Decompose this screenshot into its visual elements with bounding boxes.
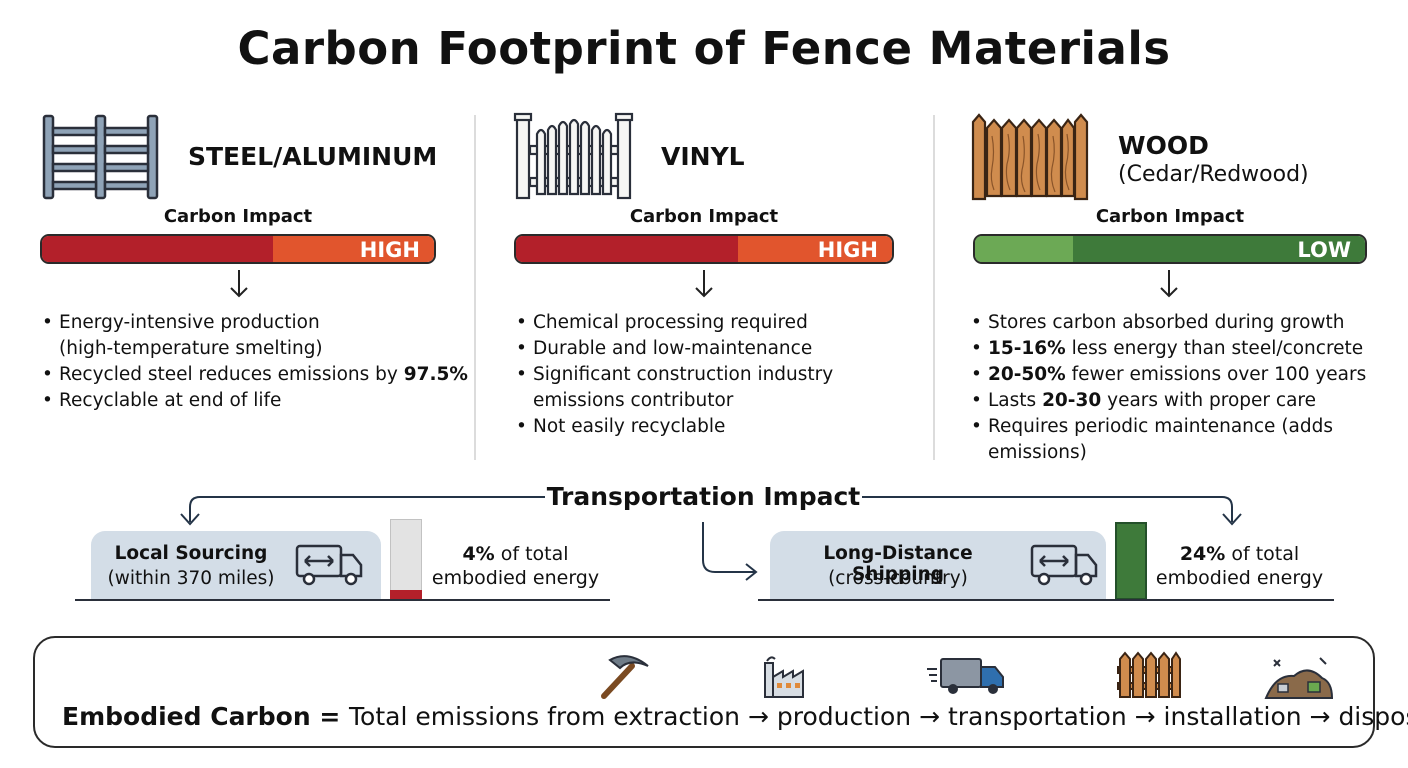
vinyl-picket-fence-icon xyxy=(512,112,634,202)
transport-connector-lines xyxy=(180,496,1242,581)
column-divider xyxy=(933,115,935,460)
bullet-list-wood: •Stores carbon absorbed during growth •1… xyxy=(971,310,1401,466)
list-item: •Recycled steel reduces emissions by 97.… xyxy=(42,364,468,385)
impact-bar-steel: HIGH xyxy=(40,234,436,264)
impact-level-text: HIGH xyxy=(359,238,420,262)
truck-icon xyxy=(927,655,1009,701)
bullet-list-vinyl: •Chemical processing required •Durable a… xyxy=(516,310,926,440)
long-distance-title: Long-Distance Shipping xyxy=(823,543,973,585)
level-track xyxy=(390,519,422,600)
metal-fence-icon xyxy=(38,112,164,202)
transport-level-local xyxy=(390,519,422,600)
local-pct-text: 4% of total embodied energy xyxy=(431,543,600,589)
down-arrow-icon xyxy=(692,268,716,304)
long-distance-subtitle: (cross-country) xyxy=(828,568,968,589)
wood-fence-icon xyxy=(970,112,1090,202)
list-item: •Durable and low-maintenance xyxy=(516,338,813,359)
impact-level-text: HIGH xyxy=(817,238,878,262)
fence-icon xyxy=(1116,651,1182,703)
level-fill-local xyxy=(390,590,422,600)
long-pct-text: 24% of total embodied energy xyxy=(1155,543,1324,589)
baseline xyxy=(75,599,610,601)
impact-bar-vinyl: HIGH xyxy=(514,234,894,264)
truck-icon xyxy=(1030,543,1100,591)
baseline xyxy=(758,599,1334,601)
local-sourcing-box: Local Sourcing (within 370 miles) xyxy=(91,531,381,600)
embodied-carbon-definition: Embodied Carbon = Total emissions from e… xyxy=(62,702,1408,731)
page-title: Carbon Footprint of Fence Materials xyxy=(237,22,1171,75)
list-item: •Lasts 20-30 years with proper care xyxy=(971,390,1316,411)
list-item: emissions contributor xyxy=(533,390,734,411)
column-divider xyxy=(474,115,476,460)
down-arrow-icon xyxy=(227,268,251,304)
list-item: •Significant construction industry xyxy=(516,364,834,385)
list-item: (high-temperature smelting) xyxy=(59,338,323,359)
list-item: •Recyclable at end of life xyxy=(42,390,282,411)
list-item: •15-16% less energy than steel/concrete xyxy=(971,338,1364,359)
level-fill-long xyxy=(1115,522,1147,600)
list-item: •Not easily recyclable xyxy=(516,416,726,437)
material-name-wood: WOOD xyxy=(1118,131,1209,160)
impact-bar-wood: LOW xyxy=(973,234,1367,264)
carbon-impact-label: Carbon Impact xyxy=(1095,206,1245,227)
embodied-carbon-box xyxy=(33,636,1375,748)
transport-level-long xyxy=(1115,519,1147,600)
carbon-impact-label: Carbon Impact xyxy=(163,206,313,227)
pickaxe-icon xyxy=(598,650,652,704)
down-arrow-icon xyxy=(1157,268,1181,304)
landfill-icon xyxy=(1264,654,1334,704)
list-item: •Chemical processing required xyxy=(516,312,808,333)
carbon-impact-label: Carbon Impact xyxy=(629,206,779,227)
factory-icon xyxy=(757,653,813,703)
material-name-vinyl: VINYL xyxy=(661,142,745,171)
list-item: •20-50% fewer emissions over 100 years xyxy=(971,364,1367,385)
list-item: emissions) xyxy=(988,442,1087,463)
local-sourcing-subtitle: (within 370 miles) xyxy=(107,568,275,589)
material-subtitle-wood: (Cedar/Redwood) xyxy=(1118,162,1309,187)
truck-icon xyxy=(295,543,365,591)
list-item: •Requires periodic maintenance (adds xyxy=(971,416,1333,437)
list-item: •Energy-intensive production xyxy=(42,312,320,333)
material-name-steel: STEEL/ALUMINUM xyxy=(188,142,438,171)
list-item: •Stores carbon absorbed during growth xyxy=(971,312,1345,333)
local-sourcing-title: Local Sourcing xyxy=(114,543,268,564)
long-distance-box: Long-Distance Shipping (cross-country) xyxy=(770,531,1106,600)
impact-level-text: LOW xyxy=(1297,238,1351,262)
bullet-list-steel: •Energy-intensive production (high-tempe… xyxy=(42,310,472,414)
transport-title: Transportation Impact xyxy=(546,482,861,511)
